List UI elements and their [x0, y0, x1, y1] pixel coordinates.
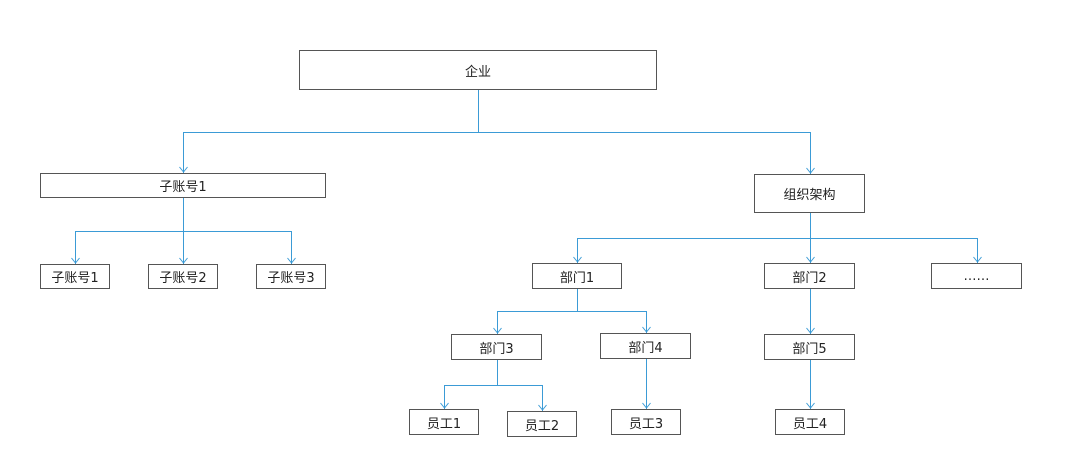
arrowhead-icon — [806, 256, 815, 263]
connector-sub_account_root-to-sub_account_1 — [75, 198, 184, 264]
node-dept-2: 部门2 — [764, 263, 855, 289]
connector-enterprise-to-sub_account_root — [183, 90, 479, 173]
node-sub-account-root: 子账号1 — [40, 173, 326, 198]
arrowhead-icon — [287, 257, 296, 264]
arrowhead-icon — [642, 402, 651, 409]
node-employee-4: 员工4 — [775, 409, 845, 435]
arrowhead-icon — [538, 404, 547, 411]
arrowhead-icon — [973, 256, 982, 263]
arrowhead-icon — [806, 167, 815, 174]
connector-dept_1-to-dept_3 — [497, 289, 578, 334]
arrowhead-icon — [179, 166, 188, 173]
node-sub-account-3: 子账号3 — [256, 264, 326, 289]
arrowhead-icon — [440, 402, 449, 409]
arrowhead-icon — [71, 257, 80, 264]
node-more: …… — [931, 263, 1022, 289]
node-dept-3: 部门3 — [451, 334, 542, 360]
connector-dept_3-to-employee_1 — [444, 360, 498, 409]
arrowhead-icon — [573, 256, 582, 263]
connector-org_structure-to-more — [810, 213, 978, 263]
arrowhead-icon — [806, 402, 815, 409]
node-employee-2: 员工2 — [507, 411, 577, 437]
node-sub-account-2: 子账号2 — [148, 264, 218, 289]
node-dept-1: 部门1 — [532, 263, 622, 289]
arrowhead-icon — [493, 327, 502, 334]
connector-enterprise-to-org_structure — [478, 90, 811, 174]
node-dept-5: 部门5 — [764, 334, 855, 360]
connector-dept_3-to-employee_2 — [497, 360, 543, 411]
node-enterprise: 企业 — [299, 50, 657, 90]
connector-dept_1-to-dept_4 — [577, 289, 647, 333]
connector-sub_account_root-to-sub_account_3 — [183, 198, 292, 264]
node-employee-3: 员工3 — [611, 409, 681, 435]
connector-org_structure-to-dept_1 — [577, 213, 811, 263]
node-sub-account-1: 子账号1 — [40, 264, 110, 289]
arrowhead-icon — [806, 327, 815, 334]
arrowhead-icon — [642, 326, 651, 333]
node-dept-4: 部门4 — [600, 333, 691, 359]
node-org-structure: 组织架构 — [754, 174, 865, 213]
arrowhead-icon — [179, 257, 188, 264]
node-employee-1: 员工1 — [409, 409, 479, 435]
